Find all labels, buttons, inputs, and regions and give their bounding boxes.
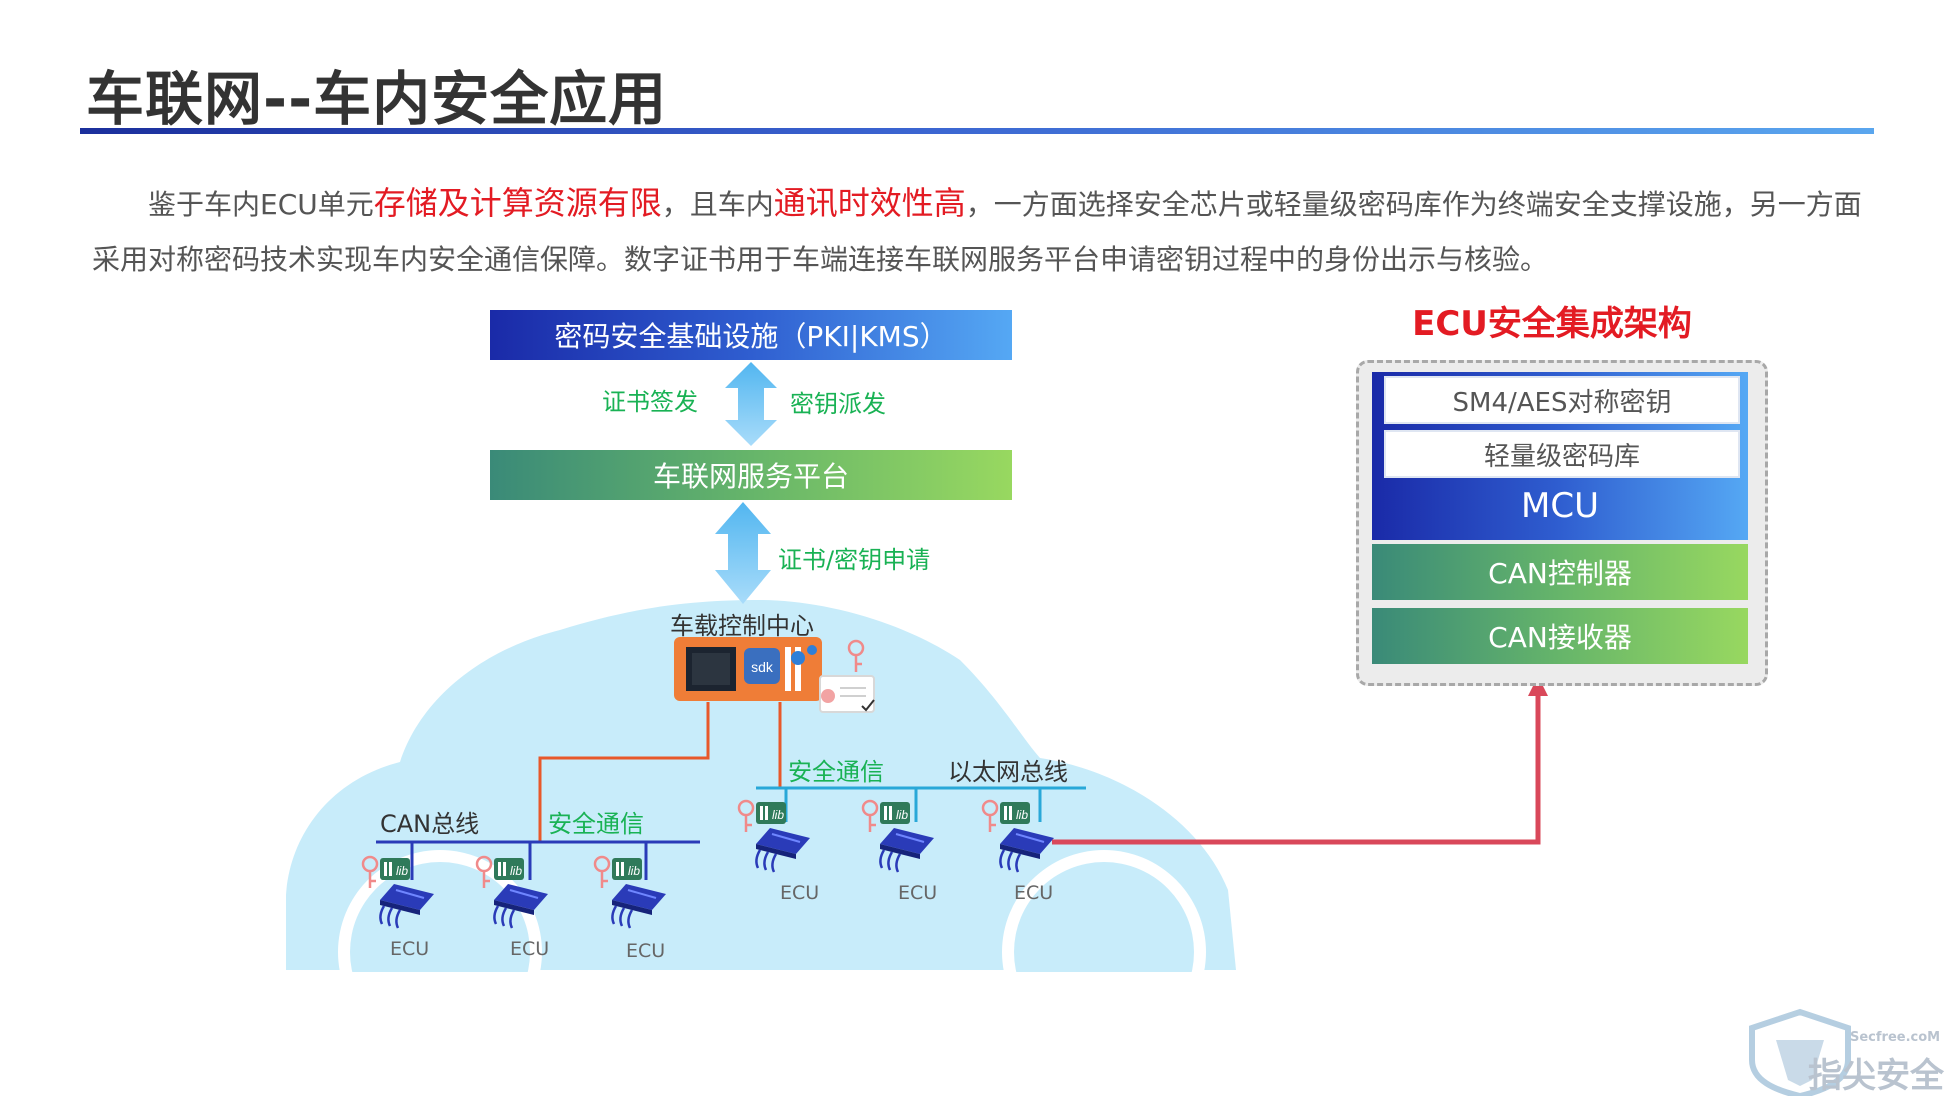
highlight-limited-resources: 存储及计算资源有限 xyxy=(373,184,662,222)
mcu-label: MCU xyxy=(1521,486,1599,526)
cert-issue-label: 证书签发 xyxy=(602,388,698,416)
title-divider xyxy=(80,128,1874,134)
key-distribution-label: 密钥派发 xyxy=(790,390,886,418)
ecu-label-can-1: ECU xyxy=(390,938,430,960)
ecu-label-eth-1: ECU xyxy=(780,882,820,904)
ethernet-bus-label: 以太网总线 xyxy=(948,758,1068,786)
arrow-platform-vehicle xyxy=(715,502,771,604)
pki-kms-box: 密码安全基础设施（PKI|KMS） xyxy=(490,310,1012,360)
page-title: 车联网--车内安全应用 xyxy=(86,65,668,133)
vehicle-control-center xyxy=(674,637,822,701)
arrow-pki-platform xyxy=(725,362,777,446)
intro-text-2: ，且车内 xyxy=(661,188,774,221)
certificate-icon xyxy=(819,675,875,713)
key-icon xyxy=(847,639,865,672)
ecu-arch-link xyxy=(1052,690,1541,845)
secure-comm-eth-label: 安全通信 xyxy=(788,758,884,786)
ecu-arch-title: ECU安全集成架构 xyxy=(1412,304,1692,344)
symmetric-key-row: SM4/AES对称密钥 xyxy=(1384,376,1740,424)
can-bus-label: CAN总线 xyxy=(380,810,480,838)
can-controller-box: CAN控制器 xyxy=(1372,544,1748,600)
intro-text-3: ，一方面选择安全芯片或轻量级密码库作为终端安全支撑设施，另一方面采用对称密码技术… xyxy=(92,188,1862,276)
vehicle-control-center-label: 车载控制中心 xyxy=(670,612,814,640)
intro-text-1: 鉴于车内ECU单元 xyxy=(148,188,374,221)
highlight-timeliness: 通讯时效性高 xyxy=(773,184,966,222)
watermark-brand: 指尖安全 xyxy=(1808,1056,1944,1096)
can-secure-link xyxy=(538,702,710,842)
ecu-label-can-3: ECU xyxy=(626,940,666,962)
can-receiver-box: CAN接收器 xyxy=(1372,608,1748,664)
ecu-label-eth-2: ECU xyxy=(898,882,938,904)
sdk-label: sdk xyxy=(751,659,774,675)
ecu-label-can-2: ECU xyxy=(510,938,550,960)
watermark-site: Secfree.coM xyxy=(1850,1030,1941,1045)
ecu-label-eth-3: ECU xyxy=(1014,882,1054,904)
crypto-lib-row: 轻量级密码库 xyxy=(1384,430,1740,478)
secure-comm-can-label: 安全通信 xyxy=(548,810,644,838)
cert-key-request-label: 证书/密钥申请 xyxy=(778,546,931,574)
iov-platform-box: 车联网服务平台 xyxy=(490,450,1012,500)
intro-paragraph: 鉴于车内ECU单元存储及计算资源有限，且车内通讯时效性高，一方面选择安全芯片或轻… xyxy=(92,176,1862,287)
